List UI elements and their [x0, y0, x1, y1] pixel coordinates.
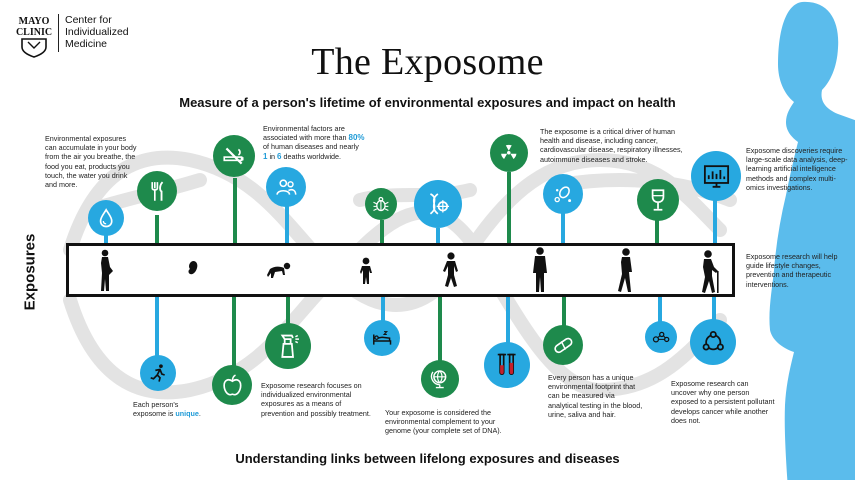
pill-icon — [553, 337, 573, 353]
note-data-analysis: Exposome discoveries require large-scale… — [746, 146, 848, 192]
no-smoking-icon — [223, 147, 244, 165]
note-lifestyle: Exposome research will help guide lifest… — [746, 252, 838, 289]
exposures-axis-label: Exposures — [21, 233, 39, 311]
note-accumulate: Environmental exposures can accumulate i… — [45, 134, 137, 190]
note-genome-complement: Your exposome is considered the environm… — [385, 408, 502, 436]
stem — [436, 228, 440, 245]
stem — [655, 220, 659, 245]
running-node — [140, 355, 176, 391]
human-silhouette — [769, 1, 855, 480]
note-disease-stats-text: in — [267, 151, 278, 161]
note-unique: Each person's exposome is unique. — [133, 400, 213, 418]
spray-bottle-icon — [280, 334, 299, 358]
stem — [507, 172, 511, 245]
stem — [438, 296, 442, 362]
page-subtitle: Measure of a person's lifetime of enviro… — [179, 95, 676, 110]
center-name-line3: Medicine — [65, 38, 108, 50]
note-disease-stats-text: Environmental factors are associated wit… — [263, 124, 349, 143]
bacteria-node — [543, 174, 583, 214]
test-tubes-node — [484, 342, 530, 388]
data-analysis-node — [691, 151, 741, 201]
network-cycle-icon — [702, 330, 724, 351]
spray-node — [265, 323, 311, 369]
page-title: The Exposome — [311, 41, 544, 83]
bug-node — [365, 188, 397, 220]
pill-node — [543, 325, 583, 365]
svg-text:CLINIC: CLINIC — [16, 27, 52, 38]
data-screen-icon — [703, 164, 729, 188]
radiation-node — [490, 134, 528, 172]
center-name-line1: Center for — [65, 14, 112, 26]
stem — [232, 296, 236, 368]
toddler-figure — [360, 257, 372, 284]
molecule-icon — [652, 331, 670, 343]
note-unique-text: . — [198, 409, 201, 419]
note-critical-driver: The exposome is a critical driver of hum… — [540, 127, 683, 164]
note-disease-stats-text: of human diseases and nearly — [263, 142, 359, 152]
note-footprint: Every person has a unique environmental … — [548, 373, 643, 419]
bacteria-icon — [554, 185, 571, 202]
note-disease-stats-percent: 80% — [348, 133, 365, 143]
radiation-icon — [501, 145, 517, 160]
note-disease-stats: Environmental factors are associated wit… — [263, 124, 365, 161]
network-node — [690, 319, 736, 365]
dna-target-node — [414, 180, 462, 228]
no-smoking-node — [213, 135, 255, 177]
older-adult-figure — [618, 248, 632, 292]
adult-figure — [533, 247, 547, 292]
wine-node — [637, 179, 679, 221]
logo-divider — [58, 14, 59, 52]
child-figure — [443, 252, 458, 287]
sleep-node — [364, 320, 400, 356]
note-disease-stats-number: 6 — [277, 151, 282, 161]
dna-target-icon — [429, 193, 450, 215]
stem — [104, 228, 108, 245]
svg-text:MAYO: MAYO — [19, 16, 50, 27]
note-disease-stats-number: 1 — [263, 151, 268, 161]
stem — [285, 205, 289, 245]
center-name: Center for Individualized Medicine — [65, 14, 129, 50]
mayo-shield-icon: MAYO CLINIC — [16, 16, 52, 58]
stem — [286, 296, 290, 328]
note-research-focus: Exposome research focuses on individuali… — [261, 381, 371, 418]
note-unique-text: Each person's exposome is — [133, 400, 179, 419]
apple-node — [212, 365, 252, 405]
elderly-with-cane-figure — [702, 250, 719, 293]
pregnant-woman-figure — [101, 249, 113, 291]
center-name-line2: Individualized — [65, 26, 129, 38]
stem — [712, 296, 716, 320]
stem — [561, 210, 565, 245]
stem — [658, 296, 662, 324]
fetus-figure — [188, 261, 198, 275]
sleeping-bed-icon — [372, 330, 392, 345]
stem — [713, 198, 717, 245]
stem — [506, 296, 510, 346]
crawling-baby-figure — [267, 262, 291, 278]
bottom-caption: Understanding links between lifelong exp… — [235, 451, 620, 466]
stem — [155, 215, 159, 245]
running-person-icon — [150, 364, 165, 382]
water-drop-node — [88, 200, 124, 236]
stem — [381, 296, 385, 322]
people-icon — [275, 178, 297, 195]
stem — [562, 296, 566, 330]
wine-glass-icon — [651, 189, 665, 211]
stem — [233, 178, 237, 245]
note-pollutant: Exposome research can uncover why one pe… — [671, 379, 775, 425]
people-node — [266, 167, 306, 207]
note-unique-highlight: unique — [175, 409, 199, 419]
stem — [380, 220, 384, 245]
water-drop-icon — [99, 208, 113, 228]
note-disease-stats-text: deaths worldwide. — [281, 151, 342, 161]
mayo-clinic-logo: MAYO CLINIC Center for Individualized Me… — [14, 14, 129, 58]
food-node — [137, 171, 177, 211]
test-tubes-icon — [497, 353, 516, 375]
globe-icon — [431, 370, 447, 389]
fork-knife-icon — [150, 181, 163, 201]
molecule-node — [645, 321, 677, 353]
bug-icon — [373, 197, 389, 212]
stem — [155, 296, 159, 360]
apple-icon — [222, 373, 242, 396]
globe-node — [421, 360, 459, 398]
